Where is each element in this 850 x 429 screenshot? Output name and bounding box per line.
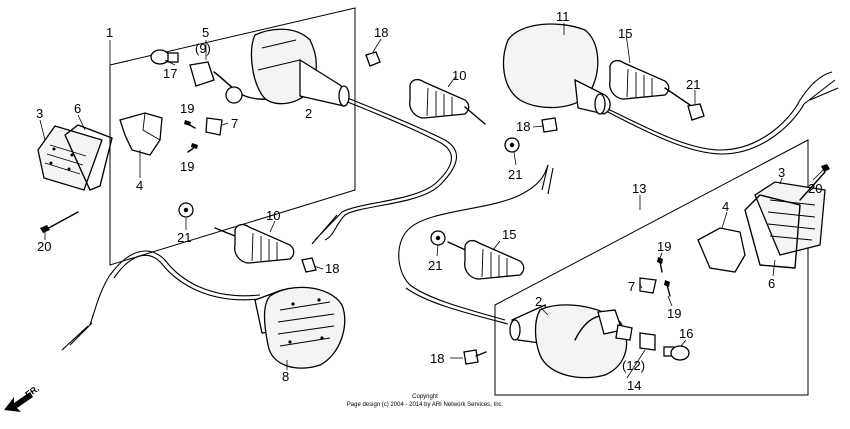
callout-8: 8 [282, 369, 289, 384]
callout-21-left: 21 [177, 230, 191, 245]
housing-front-right [502, 23, 611, 115]
front-direction-indicator: FR. [4, 383, 41, 412]
socket-rear-right [574, 309, 656, 351]
lens-rear-right [754, 181, 826, 256]
clip-front-left [205, 117, 223, 136]
callout-20-left: 20 [37, 239, 51, 254]
screws-rear-right [657, 257, 671, 297]
callout-6-right: 6 [768, 276, 775, 291]
bolt-center-right [541, 117, 558, 133]
callout-20-right: 20 [808, 181, 822, 196]
wiring-harnesses [61, 71, 839, 351]
screws-front-left [184, 120, 198, 153]
socket-front-left [189, 61, 281, 104]
callout-15-upper: 15 [618, 26, 632, 41]
callout-19-right-upper: 19 [657, 239, 671, 254]
callout-15-lower: 15 [502, 227, 516, 242]
callout-12: (12) [622, 358, 645, 373]
callout-5: 5 [202, 25, 209, 40]
callout-21-lower-center: 21 [428, 258, 442, 273]
callout-4-left: 4 [136, 178, 143, 193]
callout-3-right: 3 [778, 165, 785, 180]
callout-19-right-lower: 19 [667, 306, 681, 321]
callout-2-front-left: 2 [305, 106, 312, 121]
callout-11: 11 [556, 9, 570, 24]
left-front-assembly-frame [109, 7, 356, 266]
bolt-upper-center [365, 51, 381, 67]
callout-9: (9) [195, 41, 211, 56]
bulb-rear-right [663, 345, 690, 361]
callout-7-right: 7 [628, 279, 635, 294]
callout-19-left-upper: 19 [180, 101, 194, 116]
callout-14: 14 [627, 378, 641, 393]
copyright-line-2: Page design (c) 2004 - 2014 by ARI Netwo… [347, 402, 504, 408]
callout-10-lower: 10 [266, 208, 280, 223]
callout-labels: 1 3 6 4 5 (9) 17 2 19 7 19 20 21 10 18 8… [36, 9, 822, 393]
callout-2-rear-right: 2 [535, 294, 542, 309]
callout-16: 16 [679, 326, 693, 341]
callout-4-right: 4 [722, 199, 729, 214]
callout-18-lower-left: 18 [325, 261, 339, 276]
callout-3-left: 3 [36, 106, 43, 121]
callout-18-center-right: 18 [516, 119, 530, 134]
resistor-upper-right [609, 59, 691, 106]
nut-upper-right [687, 103, 705, 121]
callout-17: 17 [163, 66, 177, 81]
callout-21-center-right: 21 [508, 167, 522, 182]
copyright-line-1: Copyright [412, 394, 438, 400]
callout-18-upper-center: 18 [374, 25, 388, 40]
resistor-upper-center [409, 78, 486, 125]
bracket-front-left [119, 112, 163, 156]
callout-19-left-lower: 19 [180, 159, 194, 174]
bulb-front-left [150, 49, 179, 65]
copyright-notice: Copyright Page design (c) 2004 - 2014 by… [347, 394, 504, 408]
bracket-rear-right [697, 227, 746, 273]
gasket-front-left [64, 124, 113, 191]
clip-rear-right [639, 277, 657, 294]
nut-center-right [504, 137, 520, 153]
gasket-rear-right [744, 194, 801, 269]
bolt-lower-right [463, 349, 487, 365]
leader-lines [39, 23, 824, 379]
callout-6-left: 6 [74, 101, 81, 116]
nut-lower-center [430, 230, 446, 246]
callout-18-lower-right: 18 [430, 351, 444, 366]
resistor-lower-center [447, 239, 525, 280]
callout-13: 13 [632, 181, 646, 196]
screw-rear-right-lens [799, 164, 830, 201]
screw-front-left-lens [40, 211, 79, 233]
callout-21-upper-right: 21 [686, 77, 700, 92]
lens-front-left [37, 125, 103, 191]
callout-7-left: 7 [231, 116, 238, 131]
resistor-lower-left [214, 223, 295, 264]
callout-10-upper: 10 [452, 68, 466, 83]
direction-arrow-icon [4, 392, 33, 412]
housing-rear-left [254, 286, 346, 369]
right-rear-assembly-frame [494, 139, 809, 396]
bolt-lower-left [301, 257, 317, 273]
callout-1: 1 [106, 25, 113, 40]
nut-front-left [178, 202, 194, 218]
housing-front-left [250, 28, 350, 107]
